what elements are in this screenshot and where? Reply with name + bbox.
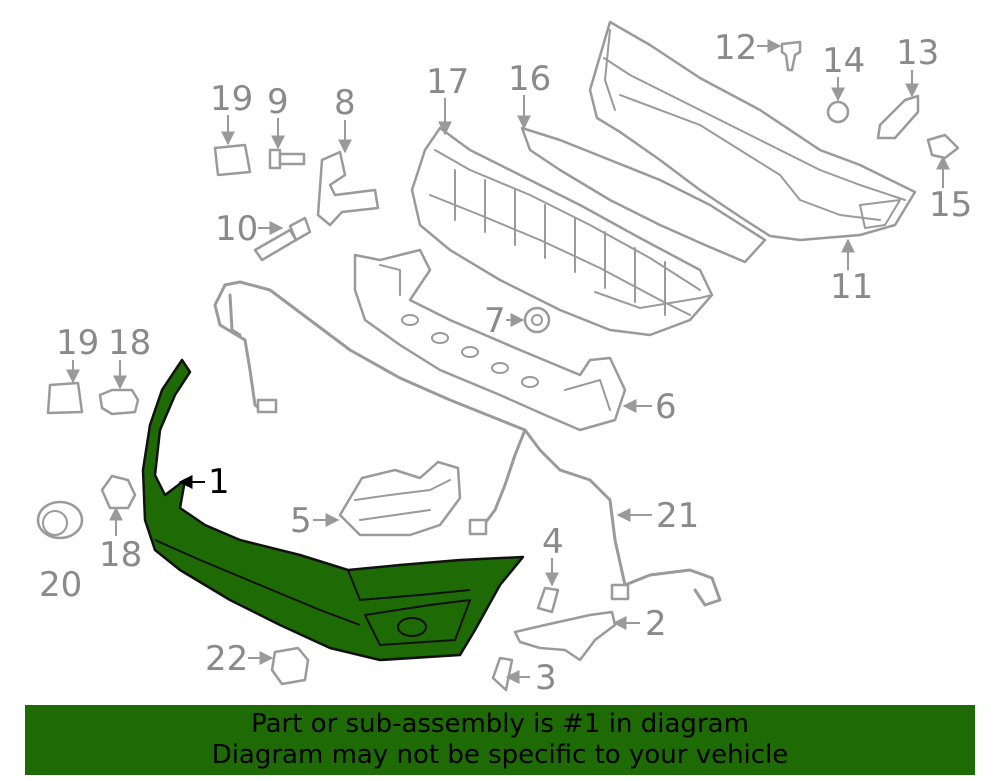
callout-5: 5: [290, 501, 312, 541]
callout-9: 9: [267, 82, 289, 122]
part-12-clip[interactable]: [780, 40, 802, 72]
part-14-grommet[interactable]: [826, 100, 850, 124]
part-20-sensor-ring[interactable]: [36, 500, 84, 540]
callout-12: 12: [714, 28, 757, 68]
part-13-bracket[interactable]: [876, 94, 920, 140]
callout-8: 8: [334, 83, 356, 123]
callout-3: 3: [535, 658, 557, 698]
banner-line-2: Diagram may not be specific to your vehi…: [211, 740, 789, 770]
part-19-upper-bracket[interactable]: [213, 143, 252, 177]
callout-19-lower: 19: [56, 323, 99, 363]
part-2-bracket[interactable]: [513, 610, 617, 662]
callout-13: 13: [896, 33, 939, 73]
part-4-clip[interactable]: [536, 586, 560, 614]
info-banner: Part or sub-assembly is #1 in diagram Di…: [25, 705, 975, 775]
callout-22: 22: [205, 639, 248, 679]
part-7-nut[interactable]: [523, 306, 551, 334]
callout-20: 20: [39, 565, 82, 605]
part-18-upper-sensor[interactable]: [98, 388, 140, 416]
callout-labels: 1 2 3 4 5 6 7 8 9 10 11 12 13 14 15 16 1…: [39, 28, 972, 698]
part-16-strip[interactable]: [520, 126, 767, 264]
callout-14: 14: [822, 41, 865, 81]
callout-11: 11: [830, 267, 873, 307]
callout-10: 10: [215, 209, 258, 249]
part-18-lower-sensor[interactable]: [100, 474, 137, 510]
callout-17: 17: [426, 62, 469, 102]
part-21-harness[interactable]: [213, 280, 722, 607]
callout-18-upper: 18: [108, 323, 151, 363]
part-11-upper-cover[interactable]: [588, 20, 917, 242]
callout-19-upper: 19: [210, 79, 253, 119]
part-19-lower-bracket[interactable]: [46, 381, 84, 415]
part-10-pin[interactable]: [253, 216, 312, 262]
part-9-bolt[interactable]: [268, 148, 306, 170]
part-5-bracket[interactable]: [338, 460, 462, 537]
part-3-clip[interactable]: [491, 656, 514, 692]
callout-2: 2: [645, 604, 667, 644]
callout-18-lower: 18: [99, 535, 142, 575]
part-17-grille[interactable]: [410, 126, 714, 337]
part-6-reinforcement[interactable]: [353, 248, 627, 432]
callout-7: 7: [484, 301, 506, 341]
callout-15: 15: [929, 185, 972, 225]
callout-1: 1: [208, 462, 230, 502]
part-15-clip[interactable]: [926, 133, 960, 160]
leader-lines: [66, 39, 950, 684]
part-1-lower-bumper-cover[interactable]: [141, 358, 525, 662]
part-22-connector[interactable]: [270, 646, 310, 686]
callout-21: 21: [656, 496, 699, 536]
part-8-bracket[interactable]: [316, 150, 380, 227]
callout-6: 6: [655, 387, 677, 427]
parts-diagram: 1 2 3 4 5 6 7 8 9 10 11 12 13 14 15 16 1…: [36, 20, 972, 698]
callout-4: 4: [542, 522, 564, 562]
banner-line-1: Part or sub-assembly is #1 in diagram: [251, 709, 749, 739]
callout-16: 16: [508, 59, 551, 99]
